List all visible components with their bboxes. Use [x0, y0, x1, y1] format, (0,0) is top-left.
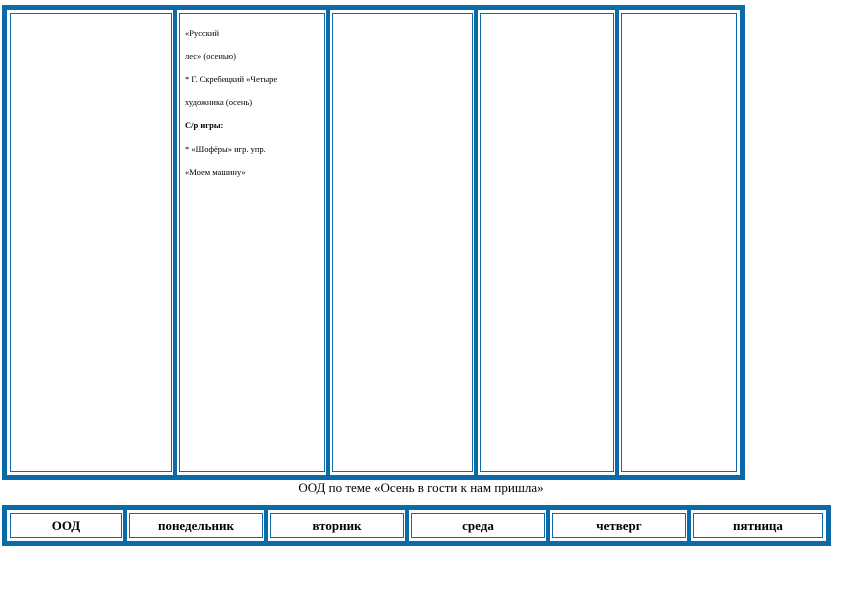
table-cell-5 [621, 13, 737, 472]
column-divider [546, 510, 550, 541]
column-divider [474, 10, 478, 475]
header-cell-ood: ООД [10, 513, 122, 538]
column-divider [326, 10, 330, 475]
column-divider [264, 510, 268, 541]
table-cell-1 [10, 13, 172, 472]
header-label: пятница [733, 517, 783, 533]
column-divider [405, 510, 409, 541]
caption-text: ООД по теме «Осень в гости к нам пришла» [298, 480, 544, 495]
header-label: ООД [51, 517, 81, 533]
table-cell-2: «Русский лес» (осенью) * Г. Скребицкий «… [179, 13, 325, 472]
cell-line: «Моем машину» [185, 166, 246, 177]
table-cell-3 [332, 13, 473, 472]
column-divider [615, 10, 619, 475]
cell-line: * «Шофёры» игр. упр. [185, 143, 266, 154]
weekly-plan-table: «Русский лес» (осенью) * Г. Скребицкий «… [2, 5, 745, 480]
column-divider [687, 510, 691, 541]
header-cell-monday: понедельник [129, 513, 263, 538]
header-label: понедельник [157, 517, 235, 533]
header-cell-wednesday: среда [411, 513, 545, 538]
header-cell-friday: пятница [693, 513, 823, 538]
column-divider [123, 510, 127, 541]
cell-text-2: «Русский лес» (осенью) * Г. Скребицкий «… [185, 16, 320, 190]
cell-line-heading: С/р игры: [185, 120, 224, 131]
header-label: вторник [312, 517, 362, 533]
header-label: четверг [596, 517, 642, 533]
cell-line: лес» (осенью) [185, 50, 236, 61]
header-cell-tuesday: вторник [270, 513, 404, 538]
weekdays-header-table: ООД понедельник вторник среда четверг пя… [2, 505, 831, 546]
header-label: среда [462, 517, 494, 533]
cell-line: художника (осень) [185, 97, 253, 108]
cell-line: * Г. Скребицкий «Четыре [185, 73, 278, 84]
cell-line: «Русский [185, 27, 219, 38]
header-cell-thursday: четверг [552, 513, 686, 538]
caption: ООД по теме «Осень в гости к нам пришла» [0, 480, 842, 496]
table-body: «Русский лес» (осенью) * Г. Скребицкий «… [7, 10, 740, 475]
header-row: ООД понедельник вторник среда четверг пя… [7, 510, 826, 541]
column-divider [173, 10, 177, 475]
table-cell-4 [480, 13, 614, 472]
